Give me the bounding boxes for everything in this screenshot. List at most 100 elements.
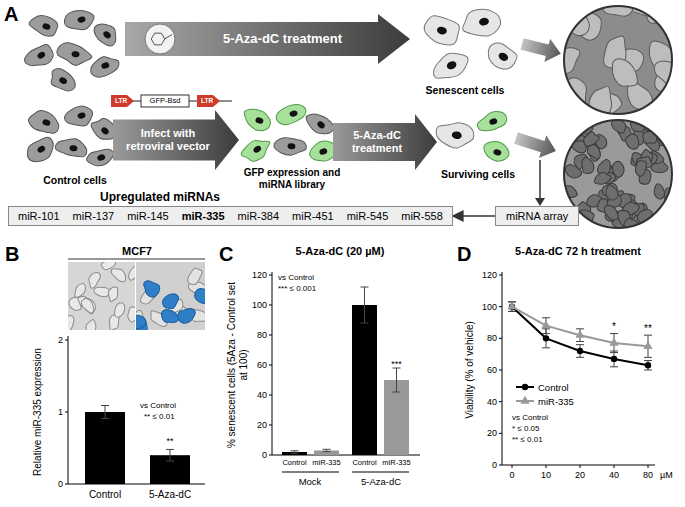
error-cap — [361, 323, 369, 324]
axis-title: Relative miR-335 expression — [32, 348, 44, 476]
list-box: miR-101miR-137miR-145miR-335miR-384miR-4… — [8, 206, 453, 226]
flow-arrow — [453, 215, 495, 217]
significance-mark: ** — [166, 436, 173, 446]
error-cap — [542, 347, 550, 348]
cell-body — [460, 6, 503, 40]
vector-element: GFP-Bsd — [150, 97, 181, 106]
cell-nucleus — [446, 60, 458, 71]
error-cap — [610, 333, 618, 334]
error-cap — [576, 341, 584, 342]
micrograph-ground — [68, 262, 135, 330]
tick-label: 100 — [252, 300, 267, 310]
cell-body — [63, 103, 96, 130]
mirna-name: miR-137 — [73, 210, 115, 222]
data-marker — [520, 396, 529, 404]
cell-nucleus — [316, 120, 326, 130]
cell-nucleus — [101, 61, 111, 69]
micrograph-cell — [68, 314, 76, 330]
cell — [481, 139, 511, 164]
category-label: miR-335 — [382, 459, 410, 468]
cell — [55, 41, 93, 68]
cell — [54, 136, 88, 158]
cell-body — [273, 136, 308, 158]
data-series — [509, 303, 651, 368]
cell — [428, 47, 473, 85]
error-cap — [542, 333, 550, 334]
panel-rule — [68, 259, 205, 260]
cell — [421, 13, 461, 47]
cell — [475, 108, 509, 134]
panel-letter: D — [457, 243, 471, 266]
error-cap — [291, 450, 299, 451]
cell-nucleus — [451, 131, 462, 140]
cell-body — [90, 18, 122, 49]
mirna-name: miR-545 — [347, 210, 389, 222]
axis-line — [499, 433, 502, 434]
cell-body — [483, 39, 520, 73]
axis-line — [269, 305, 272, 306]
cell-body — [23, 135, 58, 167]
micrograph-cell — [604, 183, 619, 201]
cell-nucleus — [77, 112, 86, 120]
legend: ControlmiR-335 — [515, 380, 574, 408]
surviving-cells — [475, 108, 512, 164]
error-cap — [101, 405, 109, 406]
data-marker — [609, 338, 618, 346]
cell-nucleus — [497, 51, 509, 62]
micrograph-cell — [126, 306, 135, 323]
panel-title: 5-Aza-dC (20 µM) — [296, 245, 385, 258]
cell-nucleus — [100, 126, 110, 136]
error-cap — [166, 449, 174, 450]
box-label: miRNA array — [506, 210, 568, 222]
cell-body — [481, 139, 511, 164]
error-cap — [166, 460, 174, 461]
micrograph-cell — [136, 314, 147, 330]
micrograph-cell — [609, 116, 629, 136]
micrograph-cell — [85, 318, 98, 330]
drug-icon — [145, 24, 175, 54]
cell-body — [26, 107, 62, 137]
error-cap — [101, 418, 109, 419]
data-marker — [543, 335, 549, 341]
ltr-arrow — [197, 95, 220, 107]
panel-letter: A — [4, 3, 18, 26]
data-marker — [507, 301, 516, 309]
cell-nucleus — [36, 51, 46, 60]
micrograph-rim — [564, 6, 672, 114]
data-marker — [575, 330, 584, 338]
cell-body — [47, 66, 80, 96]
panel-letter: C — [219, 243, 233, 266]
tick-label: 40 — [257, 390, 267, 400]
cell — [47, 66, 80, 96]
tick-label: 60 — [257, 360, 267, 370]
tick-label: 1 — [58, 407, 63, 417]
axis-line — [269, 365, 272, 366]
tick-label: 20 — [257, 420, 267, 430]
error-cap — [644, 357, 652, 358]
arrow-head — [535, 198, 545, 206]
category-label: Control — [282, 459, 306, 468]
cell — [460, 6, 503, 40]
axis-line — [614, 465, 615, 468]
series-line — [512, 307, 648, 366]
axis-line — [499, 465, 502, 466]
micrograph-cell — [642, 130, 657, 145]
legend-swatch — [515, 382, 535, 392]
cell — [23, 135, 58, 167]
significance-mark: *** — [391, 359, 402, 369]
group-label: Mock — [299, 477, 322, 488]
error-cap — [508, 311, 516, 312]
cell-nucleus — [42, 22, 52, 30]
category-label: 5-Aza-dC — [149, 489, 191, 501]
tick-label: 80 — [643, 470, 653, 480]
tick-label: 0 — [58, 479, 63, 489]
data-marker — [611, 356, 617, 362]
vector-element: LTR — [115, 97, 127, 104]
cell — [22, 42, 57, 73]
micrograph-cell — [86, 270, 102, 289]
cell-body — [274, 102, 308, 127]
micrograph — [547, 0, 685, 124]
axis-line — [65, 412, 68, 413]
cell-nucleus — [96, 153, 106, 161]
micrograph-cell — [186, 266, 204, 286]
